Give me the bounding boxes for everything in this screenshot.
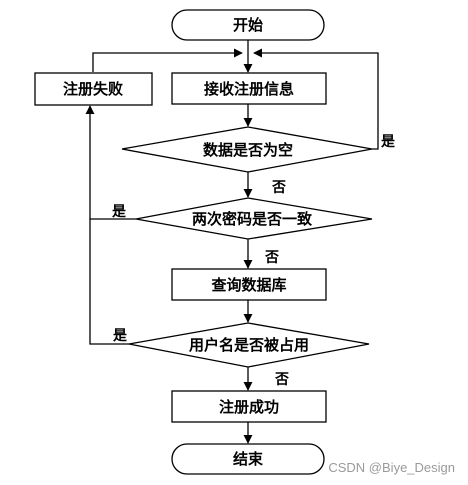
password-yes-label: 是 [112,204,127,220]
password-check-label: 两次密码是否一致 [192,210,313,228]
password-check-diamond [135,197,373,240]
username-check-diamond [128,322,370,368]
success-box [171,390,327,423]
path-password-yes-to-fail [85,105,136,220]
query-db-label: 查询数据库 [211,276,286,294]
empty-yes-label: 是 [381,134,396,150]
username-no-label: 否 [274,372,289,388]
start-terminal [171,9,325,41]
username-yes-label: 是 [113,328,128,344]
fail-box [34,72,153,106]
start-label: 开始 [233,16,263,34]
end-terminal [171,443,325,475]
empty-check-diamond [121,126,373,173]
loop-empty-yes [253,48,379,150]
empty-no-label: 否 [271,180,286,196]
loop-fail-to-receive [92,48,243,72]
path-username-yes-to-fail [89,219,129,345]
query-db-box [171,268,327,301]
username-check-label: 用户名是否被占用 [189,336,309,354]
empty-check-label: 数据是否为空 [203,141,293,159]
receive-label: 接收注册信息 [204,80,294,98]
receive-box [171,72,327,105]
success-label: 注册成功 [219,398,279,416]
connectors [85,40,379,444]
fail-label: 注册失败 [63,80,123,98]
watermark: CSDN @Biye_Design [328,460,455,475]
password-no-label: 否 [264,250,279,266]
end-label: 结束 [233,450,264,468]
